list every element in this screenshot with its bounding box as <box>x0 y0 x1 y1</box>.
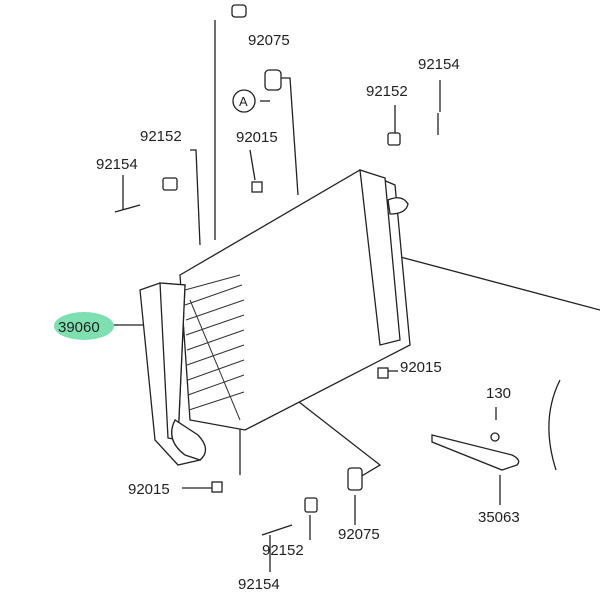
callout-92075-bottom[interactable]: 92075 <box>338 526 380 543</box>
callout-labels: 92075 92154 92152 A 92152 92015 92154 39… <box>58 32 520 593</box>
callout-highlight <box>54 312 114 340</box>
callout-92152-bottom[interactable]: 92152 <box>262 542 304 559</box>
callout-92154-top[interactable]: 92154 <box>418 56 460 73</box>
callout-39060-radiator[interactable]: 39060 <box>58 319 100 336</box>
callout-92015-right[interactable]: 92015 <box>400 359 442 376</box>
callout-92152-left[interactable]: 92152 <box>140 128 182 145</box>
callout-92154-left[interactable]: 92154 <box>96 156 138 173</box>
callout-92152-right[interactable]: 92152 <box>366 83 408 100</box>
callout-92015-top[interactable]: 92015 <box>236 129 278 146</box>
callout-130[interactable]: 130 <box>486 385 511 402</box>
radiator-illustration <box>139 169 411 466</box>
hardware-parts <box>114 4 520 536</box>
callout-92154-bottom[interactable]: 92154 <box>238 576 280 593</box>
callout-92015-bottom[interactable]: 92015 <box>128 481 170 498</box>
radiator-fins <box>184 274 245 421</box>
ref-a-label: A <box>239 94 248 109</box>
callout-35063[interactable]: 35063 <box>478 509 520 526</box>
callout-92075-top[interactable]: 92075 <box>248 32 290 49</box>
